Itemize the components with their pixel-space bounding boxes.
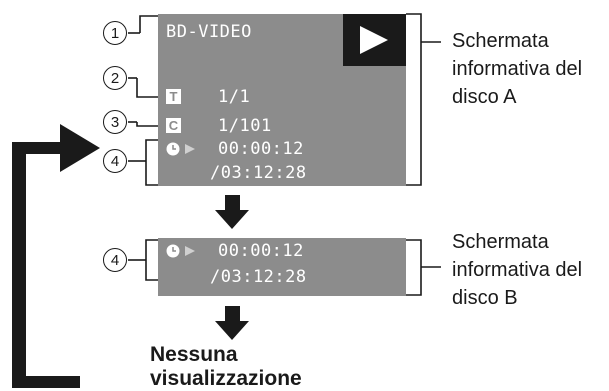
- marker-2: 2: [103, 66, 127, 90]
- title-icon: T: [166, 89, 181, 104]
- caption-b-line-1: Schermata: [452, 231, 549, 253]
- return-arrow: [12, 124, 100, 388]
- chapter-value: 1/101: [218, 116, 272, 136]
- elapsed-time: 00:00:12: [218, 241, 304, 261]
- chapter-icon: C: [166, 118, 181, 133]
- total-time: /03:12:28: [210, 267, 307, 287]
- marker-3: 3: [103, 110, 127, 134]
- bracket-1: [139, 15, 158, 33]
- play-status-box: [343, 14, 406, 66]
- marker-4b: 4: [103, 248, 127, 272]
- total-time: /03:12:28: [210, 163, 307, 183]
- disc-info-screen-b: 00:00:12 /03:12:28: [158, 238, 406, 296]
- bracket-3: [136, 122, 158, 127]
- play-small-icon: [185, 246, 195, 256]
- caption-b-line-2: informativa del: [452, 259, 583, 281]
- no-display-line-2: visualizzazione: [150, 367, 302, 390]
- play-small-icon: [185, 144, 195, 154]
- right-bracket-a: [406, 13, 422, 186]
- caption-a-line-2: informativa del: [452, 58, 583, 80]
- marker-1: 1: [103, 21, 127, 45]
- clock-icon: [166, 142, 180, 156]
- disc-info-screen-a: BD-VIDEO T 1/1 C 1/101 00:00:12 /03:12:2…: [158, 14, 406, 186]
- format-label: BD-VIDEO: [166, 22, 252, 42]
- right-bracket-b: [406, 239, 422, 296]
- caption-a-line-1: Schermata: [452, 30, 549, 52]
- down-arrow-1: [215, 195, 249, 229]
- bracket-4a: [145, 139, 158, 186]
- bracket-4b: [145, 239, 158, 281]
- caption-screen-a: Schermata informativa del disco A: [452, 27, 582, 111]
- title-value: 1/1: [218, 87, 251, 107]
- no-display-line-1: Nessuna: [150, 343, 238, 366]
- down-arrow-2: [215, 306, 249, 340]
- caption-screen-b: Schermata informativa del disco B: [452, 228, 582, 312]
- elapsed-time: 00:00:12: [218, 139, 304, 159]
- caption-a-line-3: disco A: [452, 86, 517, 108]
- play-icon: [360, 26, 388, 54]
- marker-4a: 4: [103, 149, 127, 173]
- no-display-label: Nessuna visualizzazione: [150, 343, 302, 391]
- bracket-2: [136, 78, 158, 98]
- caption-b-line-3: disco B: [452, 287, 518, 309]
- clock-icon: [166, 244, 180, 258]
